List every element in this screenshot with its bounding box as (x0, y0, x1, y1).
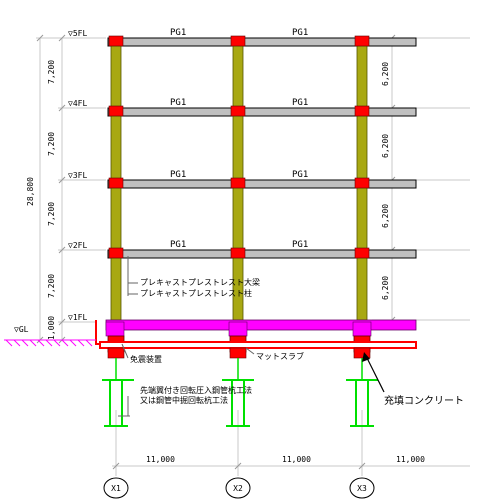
left-dim-2-1: 7,200 (47, 274, 56, 298)
beams (107, 37, 417, 259)
beam-label: PG1 (292, 240, 308, 250)
beam-2fl (107, 249, 417, 259)
pile-x2 (222, 379, 254, 427)
beam-3fl (107, 179, 417, 189)
beam-5fl (107, 37, 417, 47)
right-dim-2-1: 6,200 (381, 276, 390, 300)
filled-concrete-arrow (362, 352, 385, 393)
level-label-gl: ▽GL (14, 325, 29, 334)
base-beam-1fl (105, 319, 417, 337)
right-dim-5-4: 6,200 (381, 62, 390, 86)
grid-label-x2: X2 (233, 484, 243, 493)
column-x2-3 (232, 115, 244, 181)
pile-connectors (115, 358, 363, 380)
level-label-4fl: ▽4FL (68, 99, 87, 108)
bottom-dim-x2-x3: 11,000 (282, 455, 311, 464)
bottom-dim-x1-x2: 11,000 (146, 455, 175, 464)
column-x3-4 (356, 45, 368, 109)
column-x2-2 (232, 187, 244, 251)
column-x3-1 (356, 257, 368, 321)
left-dim-4-3: 7,200 (47, 132, 56, 156)
left-dim-3-2: 7,200 (47, 202, 56, 226)
beam-label: PG1 (292, 28, 308, 38)
beam-4fl (107, 107, 417, 117)
level-label-3fl: ▽3FL (68, 171, 87, 180)
ground-hatch (4, 339, 96, 347)
column-x1-3 (110, 115, 122, 181)
beam-label: PG1 (292, 170, 308, 180)
annotation-filled-concrete: 充填コンクリート (384, 394, 464, 407)
level-label-5fl: ▽5FL (68, 29, 87, 38)
grid-bubble-x2: X2 (225, 477, 251, 499)
left-dim-5-4: 7,200 (47, 60, 56, 84)
left-dim-1-gl: 1,000 (47, 316, 56, 340)
beam-label: PG1 (170, 28, 186, 38)
beam-label: PG1 (170, 170, 186, 180)
annotation-precast-beam: プレキャストプレストレスト大梁 (140, 277, 260, 287)
column-x1-2 (110, 187, 122, 251)
retaining-wall (95, 320, 106, 345)
column-x1-4 (110, 45, 122, 109)
bottom-dim-x3-right: 11,000 (396, 455, 425, 464)
left-dim-total: 28,800 (26, 177, 35, 206)
column-x2-4 (232, 45, 244, 109)
pile-x1 (102, 379, 134, 427)
grid-bubble-x3: X3 (349, 477, 375, 499)
beam-label: PG1 (170, 98, 186, 108)
mat-slab (99, 341, 417, 349)
right-dim-4-3: 6,200 (381, 134, 390, 158)
level-label-1fl: ▽1FL (68, 313, 87, 322)
right-dim-3-2: 6,200 (381, 204, 390, 228)
annotation-pile-line1: 先端翼付き回転圧入鋼管杭工法 (140, 385, 252, 395)
column-x3-3 (356, 115, 368, 181)
annotation-precast-column: プレキャストプレストレスト柱 (140, 288, 252, 298)
grid-bubble-x1: X1 (103, 477, 129, 499)
level-label-2fl: ▽2FL (68, 241, 87, 250)
beam-label: PG1 (170, 240, 186, 250)
joints (108, 35, 370, 259)
column-x3-2 (356, 187, 368, 251)
annotation-pile-line2: 又は鋼管中掘回転杭工法 (140, 395, 228, 405)
grid-label-x1: X1 (111, 484, 121, 493)
leader-lines (118, 256, 255, 417)
annotation-mat-slab: マットスラブ (256, 351, 304, 361)
annotation-isolator: 免震装置 (130, 354, 162, 364)
grid-label-x3: X3 (357, 484, 367, 493)
beam-label: PG1 (292, 98, 308, 108)
column-x1-1 (110, 257, 122, 321)
